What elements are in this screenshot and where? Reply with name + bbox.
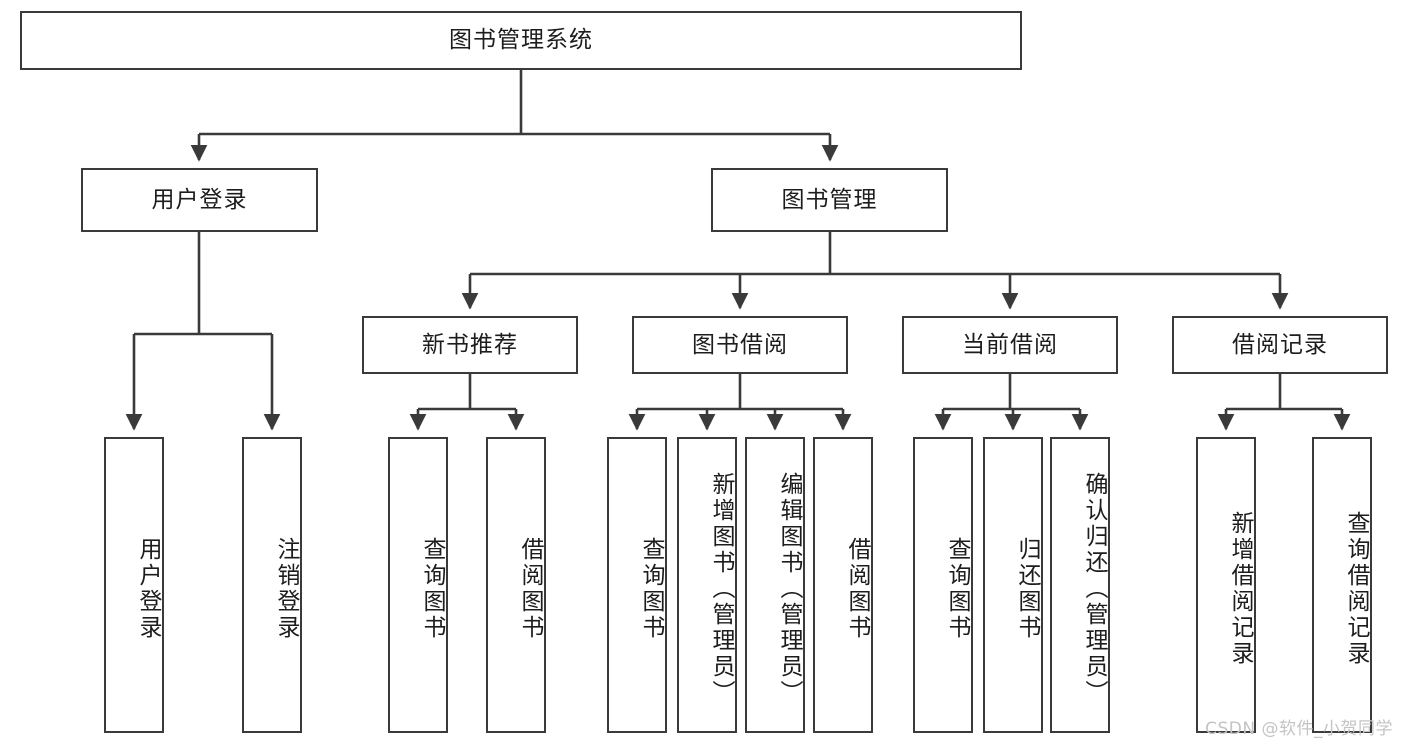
node-leaf-user-logout[interactable]: 注销登录 [242,437,302,733]
node-leaf-add-book-admin-label: 新增图书（管理员） [708,472,734,706]
node-book-manage[interactable]: 图书管理 [711,168,948,232]
node-borrow-record[interactable]: 借阅记录 [1172,316,1388,374]
node-leaf-return-book-label: 归还图书 [1014,537,1040,641]
node-leaf-query-book-borrow-label: 查询图书 [638,537,664,641]
node-current-borrow-label: 当前借阅 [962,331,1058,358]
node-leaf-user-login-label: 用户登录 [135,537,161,641]
node-new-book-recommend[interactable]: 新书推荐 [362,316,578,374]
node-root[interactable]: 图书管理系统 [20,11,1022,70]
node-leaf-borrow-book-recommend-label: 借阅图书 [517,537,543,641]
node-root-label: 图书管理系统 [449,27,593,54]
node-leaf-confirm-return-admin-label: 确认归还（管理员） [1081,472,1107,706]
node-leaf-query-book-current[interactable]: 查询图书 [913,437,973,733]
node-book-borrow-label: 图书借阅 [692,331,788,358]
node-leaf-user-login[interactable]: 用户登录 [104,437,164,733]
node-leaf-query-book-recommend-label: 查询图书 [419,537,445,641]
node-leaf-add-borrow-record-label: 新增借阅记录 [1227,511,1253,667]
node-current-borrow[interactable]: 当前借阅 [902,316,1118,374]
node-leaf-borrow-book-label: 借阅图书 [844,537,870,641]
node-leaf-query-book-recommend[interactable]: 查询图书 [388,437,448,733]
node-user-login[interactable]: 用户登录 [81,168,318,232]
node-leaf-query-book-borrow[interactable]: 查询图书 [607,437,667,733]
node-leaf-edit-book-admin[interactable]: 编辑图书（管理员） [745,437,805,733]
node-leaf-confirm-return-admin[interactable]: 确认归还（管理员） [1050,437,1110,733]
node-leaf-return-book[interactable]: 归还图书 [983,437,1043,733]
node-borrow-record-label: 借阅记录 [1232,331,1328,358]
node-book-borrow[interactable]: 图书借阅 [632,316,848,374]
node-book-manage-label: 图书管理 [781,186,878,213]
node-leaf-query-borrow-record[interactable]: 查询借阅记录 [1312,437,1372,733]
node-user-login-label: 用户登录 [151,186,248,213]
node-new-book-recommend-label: 新书推荐 [422,331,518,358]
node-leaf-edit-book-admin-label: 编辑图书（管理员） [776,472,802,706]
node-leaf-add-borrow-record[interactable]: 新增借阅记录 [1196,437,1256,733]
node-leaf-user-logout-label: 注销登录 [273,537,299,641]
node-leaf-add-book-admin[interactable]: 新增图书（管理员） [677,437,737,733]
node-leaf-borrow-book-recommend[interactable]: 借阅图书 [486,437,546,733]
node-leaf-query-book-current-label: 查询图书 [944,537,970,641]
node-leaf-borrow-book[interactable]: 借阅图书 [813,437,873,733]
watermark: CSDN @软件_小贺同学 [1205,719,1393,739]
node-leaf-query-borrow-record-label: 查询借阅记录 [1343,511,1369,667]
